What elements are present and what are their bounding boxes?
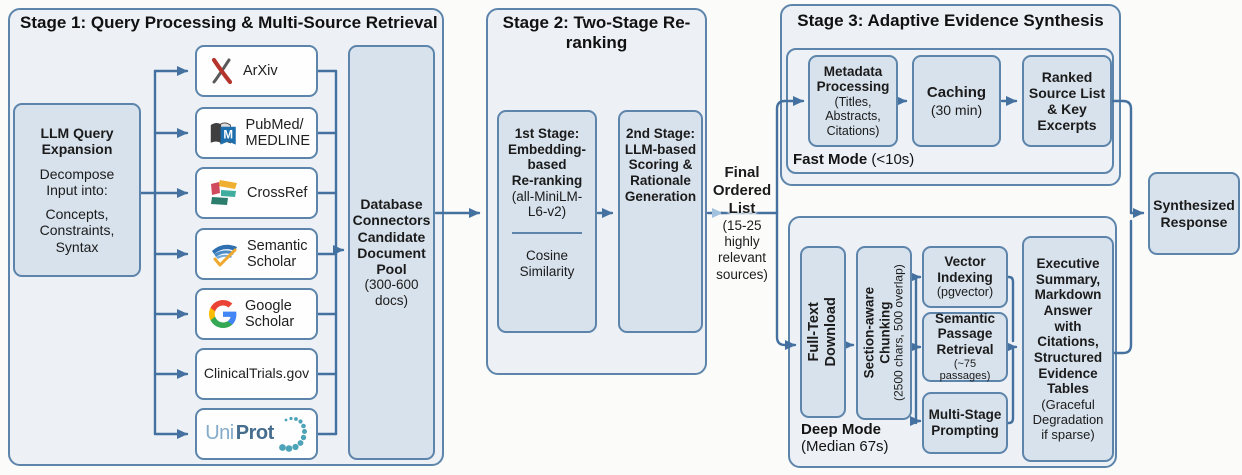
- database-connectors-box: Database Connectors Candidate Document P…: [348, 45, 435, 460]
- source-box-arxiv: ArXiv: [195, 45, 318, 97]
- chunking-box-sub: (2500 chars, 500 overlap): [891, 264, 906, 402]
- divider: [511, 231, 583, 234]
- first-stage-heading: 1st Stage: Embedding- based Re-ranking: [508, 126, 586, 188]
- source-label: Google Scholar: [245, 297, 295, 330]
- caching-box: Caching (30 min): [912, 55, 1001, 147]
- stage2-title: Stage 2: Two-Stage Re- ranking: [502, 13, 691, 53]
- google-scholar-icon: [209, 300, 237, 328]
- source-box-crossref: CrossRef: [195, 167, 318, 219]
- llm-box-line1: Decompose Input into:: [39, 165, 115, 198]
- synthesized-response-box: Synthesized Response: [1148, 172, 1240, 255]
- source-label: ClinicalTrials.gov: [203, 365, 310, 382]
- passage-box-heading: Semantic Passage Retrieval: [934, 310, 996, 358]
- pubmed-icon: M: [210, 122, 236, 145]
- llm-box-heading: LLM Query Expansion: [40, 125, 114, 158]
- second-stage-llm-box: 2nd Stage: LLM-based Scoring & Rationale…: [618, 110, 703, 333]
- exec-box-heading: Executive Summary, Markdown Answer with …: [1033, 255, 1103, 397]
- deep-mode-label-rest: (Median 67s): [801, 438, 889, 456]
- metadata-processing-box: Metadata Processing (Titles, Abstracts, …: [808, 55, 898, 147]
- section-chunking-box: Section-aware Chunking (2500 chars, 500 …: [856, 246, 912, 420]
- deep-mode-label: Deep Mode (Median 67s): [801, 421, 889, 456]
- source-label: CrossRef: [247, 184, 308, 201]
- stage1-title: Stage 1: Query Processing & Multi-Source…: [20, 13, 438, 32]
- vector-box-sub: (pgvector): [936, 285, 994, 300]
- uniprot-logo-prot: Prot: [235, 422, 275, 445]
- ranked-source-list-box: Ranked Source List & Key Excerpts: [1022, 55, 1112, 147]
- source-box-pubmed: M PubMed/ MEDLINE: [195, 107, 318, 159]
- caching-box-sub: (30 min): [930, 101, 983, 118]
- passage-box-sub: (~75 passages): [939, 357, 991, 383]
- prompting-box-heading: Multi-Stage Prompting: [928, 407, 1002, 438]
- fulltext-download-box: Full-Text Download: [800, 246, 846, 418]
- fulltext-box-heading: Full-Text Download: [806, 297, 839, 367]
- vector-box-heading: Vector Indexing: [937, 254, 993, 285]
- fast-mode-label: Fast Mode (<10s): [793, 151, 914, 168]
- source-box-google-scholar: Google Scholar: [195, 288, 318, 340]
- uniprot-logo-uni: Uni: [205, 422, 234, 445]
- final-list-heading: Final Ordered List: [712, 164, 772, 217]
- source-label: PubMed/ MEDLINE: [245, 116, 310, 149]
- crossref-icon: [211, 180, 237, 205]
- database-box-heading: Database Connectors Candidate Document P…: [352, 196, 431, 278]
- final-list-sub: (15-25 highly relevant sources): [716, 218, 768, 282]
- chunking-box-text: Section-aware Chunking (2500 chars, 500 …: [861, 249, 906, 417]
- caching-box-heading: Caching: [926, 84, 987, 102]
- semantic-passage-box: Semantic Passage Retrieval (~75 passages…: [922, 310, 1008, 383]
- metadata-box-heading: Metadata Processing: [816, 63, 890, 95]
- vector-indexing-box: Vector Indexing (pgvector): [922, 246, 1008, 308]
- fast-mode-label-rest: (<10s): [867, 151, 915, 168]
- synthesized-box-heading: Synthesized Response: [1153, 197, 1235, 230]
- database-box-sub: (300-600 docs): [364, 277, 419, 309]
- metadata-box-sub: (Titles, Abstracts, Citations): [825, 94, 881, 138]
- deep-mode-label-bold: Deep Mode: [801, 421, 882, 438]
- arxiv-icon: [211, 57, 233, 85]
- multistage-prompting-box: Multi-Stage Prompting: [922, 392, 1008, 454]
- semantic-scholar-icon: [212, 244, 237, 267]
- ranked-box-heading: Ranked Source List & Key Excerpts: [1028, 68, 1106, 134]
- source-box-semantic-scholar: Semantic Scholar: [195, 228, 318, 280]
- uniprot-dots-icon: [278, 416, 307, 452]
- second-stage-heading: 2nd Stage: LLM-based Scoring & Rationale…: [624, 126, 697, 204]
- chunking-box-heading: Section-aware Chunking: [861, 287, 893, 379]
- executive-summary-box: Executive Summary, Markdown Answer with …: [1022, 236, 1114, 462]
- fast-mode-label-bold: Fast Mode: [793, 151, 868, 168]
- first-stage-reranking-box: 1st Stage: Embedding- based Re-ranking (…: [497, 110, 597, 333]
- source-label: ArXiv: [243, 62, 278, 79]
- final-ordered-list-label: Final Ordered List (15-25 highly relevan…: [700, 164, 784, 283]
- llm-box-line2: Concepts, Constraints, Syntax: [39, 206, 115, 255]
- source-box-clinicaltrials: ClinicalTrials.gov: [195, 348, 318, 400]
- svg-text:M: M: [223, 129, 233, 141]
- exec-box-sub: (Graceful Degradation if sparse): [1032, 396, 1104, 442]
- source-label: Semantic Scholar: [247, 237, 308, 270]
- first-stage-sub: (all-MiniLM- L6-v2): [511, 188, 583, 220]
- stage3-title: Stage 3: Adaptive Evidence Synthesis: [797, 11, 1104, 30]
- cosine-similarity-label: Cosine Similarity: [519, 247, 575, 279]
- llm-query-expansion-box: LLM Query Expansion Decompose Input into…: [13, 103, 141, 277]
